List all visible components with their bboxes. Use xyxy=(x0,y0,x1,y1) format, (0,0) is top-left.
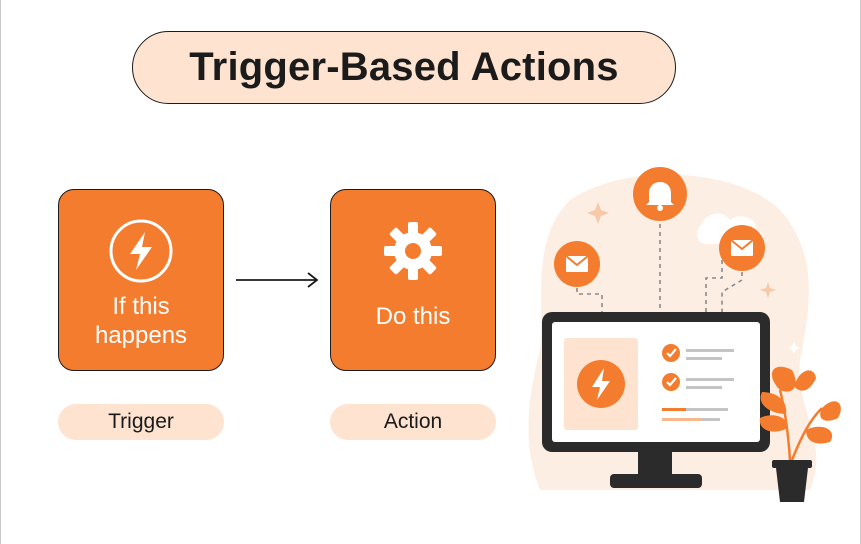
action-card-text: Do this xyxy=(375,303,451,330)
sparkle-icon xyxy=(587,202,609,224)
check-icon xyxy=(662,373,680,391)
monitor-base xyxy=(610,474,702,488)
title-banner: Trigger-Based Actions xyxy=(132,31,676,104)
plant-icon xyxy=(759,366,841,502)
list-line xyxy=(686,386,722,389)
trigger-label: Trigger xyxy=(58,404,224,440)
lightning-icon xyxy=(577,360,625,408)
list-line xyxy=(686,357,722,360)
progress-line xyxy=(662,418,702,421)
lightning-icon xyxy=(109,219,173,283)
list-line xyxy=(686,378,734,381)
progress-line xyxy=(662,408,686,411)
sparkle-icon xyxy=(760,282,776,298)
gear-icon xyxy=(384,222,442,280)
bell-icon xyxy=(633,167,687,221)
check-icon xyxy=(662,344,680,362)
action-card: Do this xyxy=(330,189,496,371)
list-line xyxy=(686,349,734,352)
automation-illustration xyxy=(528,167,841,502)
trigger-card: If this happens xyxy=(58,189,224,371)
sparkle-icon xyxy=(788,342,800,354)
monitor-stand xyxy=(638,452,672,474)
trigger-card-text: If this happens xyxy=(94,293,188,349)
page-title: Trigger-Based Actions xyxy=(189,45,619,89)
action-label: Action xyxy=(330,404,496,440)
progress-line xyxy=(686,408,728,411)
arrow-icon xyxy=(236,272,319,288)
mail-icon xyxy=(554,241,600,287)
mail-icon xyxy=(719,225,765,271)
progress-line xyxy=(702,418,720,421)
